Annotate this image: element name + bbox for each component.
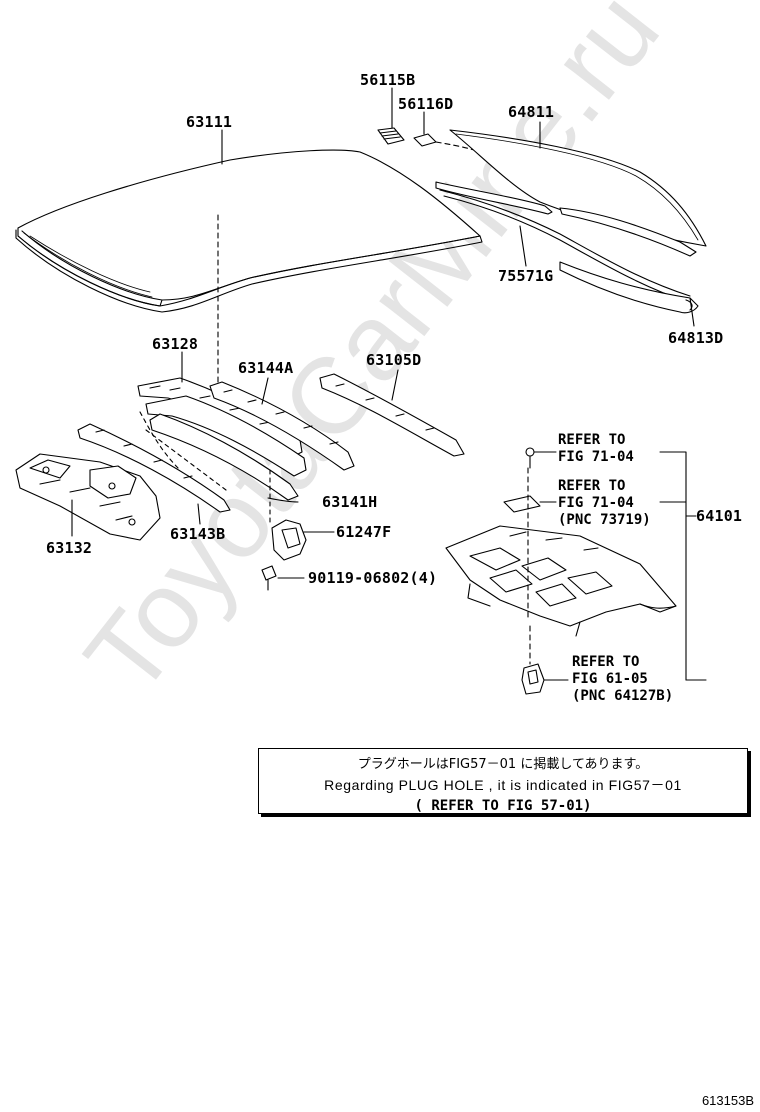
plug-hole-note-box: プラグホールはFIG57－01 に掲載してあります。 Regarding PLU… xyxy=(258,748,748,814)
clip-56115B-shape xyxy=(377,127,405,145)
label-63128: 63128 xyxy=(152,335,199,353)
refer-line: FIG 71-04 xyxy=(558,495,634,511)
roof-panel-shape xyxy=(15,149,483,313)
leader-63143B xyxy=(197,503,201,525)
panel-63132-shape xyxy=(15,453,161,541)
refer-line: FIG 71-04 xyxy=(558,449,634,465)
clip-56116D-shape xyxy=(413,133,437,147)
label-63132: 63132 xyxy=(46,539,93,557)
refer-note-fig-71-04-b: REFER TO FIG 71-04 (PNC 73719) xyxy=(558,478,651,529)
rail-63144A-shape xyxy=(209,381,355,471)
figure-id: 613153B xyxy=(701,1093,754,1108)
refer-line: REFER TO xyxy=(558,478,626,494)
clip-mid-shape xyxy=(503,495,541,513)
label-61247F: 61247F xyxy=(336,523,392,541)
leader-64813D xyxy=(689,297,695,327)
label-75571G: 75571G xyxy=(498,267,554,285)
refer-note-fig-71-04-a: REFER TO FIG 71-04 xyxy=(558,432,634,466)
leader-75571G xyxy=(519,225,527,267)
refer-line: (PNC 64127B) xyxy=(572,688,674,704)
label-63111: 63111 xyxy=(186,113,233,131)
label-64101: 64101 xyxy=(696,507,743,525)
package-tray-64101-shape xyxy=(445,525,677,637)
weatherstrip-75571G-shape xyxy=(435,181,697,303)
refer-line: REFER TO xyxy=(558,432,626,448)
bracket-61247F-shape xyxy=(271,519,307,561)
rail-63143B-shape xyxy=(77,423,231,513)
refer-line: FIG 61-05 xyxy=(572,671,648,687)
bracket-low-shape xyxy=(521,663,545,695)
label-56116D: 56116D xyxy=(398,95,454,113)
bolt-90119-shape xyxy=(261,565,277,591)
note-line-english: Regarding PLUG HOLE , it is indicated in… xyxy=(324,777,682,793)
rail-63141H-shape xyxy=(149,413,299,501)
label-64813D: 64813D xyxy=(668,329,724,347)
leader-63144A xyxy=(261,377,269,405)
label-90119-06802: 90119-06802(4) xyxy=(308,569,438,587)
molding-64813D-shape xyxy=(559,261,699,314)
label-63143B: 63143B xyxy=(170,525,226,543)
label-64811: 64811 xyxy=(508,103,555,121)
leader-63105D xyxy=(391,369,399,401)
label-63141H: 63141H xyxy=(322,493,378,511)
refer-note-fig-61-05: REFER TO FIG 61-05 (PNC 64127B) xyxy=(572,654,673,705)
bracket-line-64101 xyxy=(659,451,707,681)
rail-63105D-shape xyxy=(319,373,465,457)
label-56115B: 56115B xyxy=(360,71,416,89)
back-glass-shape xyxy=(449,129,707,247)
note-line-refer: ( REFER TO FIG 57-01) xyxy=(414,798,592,814)
screw-top-shape xyxy=(525,447,535,469)
label-63105D: 63105D xyxy=(366,351,422,369)
refer-line: (PNC 73719) xyxy=(558,512,651,528)
refer-line: REFER TO xyxy=(572,654,640,670)
note-line-japanese: プラグホールはFIG57－01 に掲載してあります。 xyxy=(357,757,649,772)
leader-63141H xyxy=(267,497,299,503)
label-63144A: 63144A xyxy=(238,359,294,377)
